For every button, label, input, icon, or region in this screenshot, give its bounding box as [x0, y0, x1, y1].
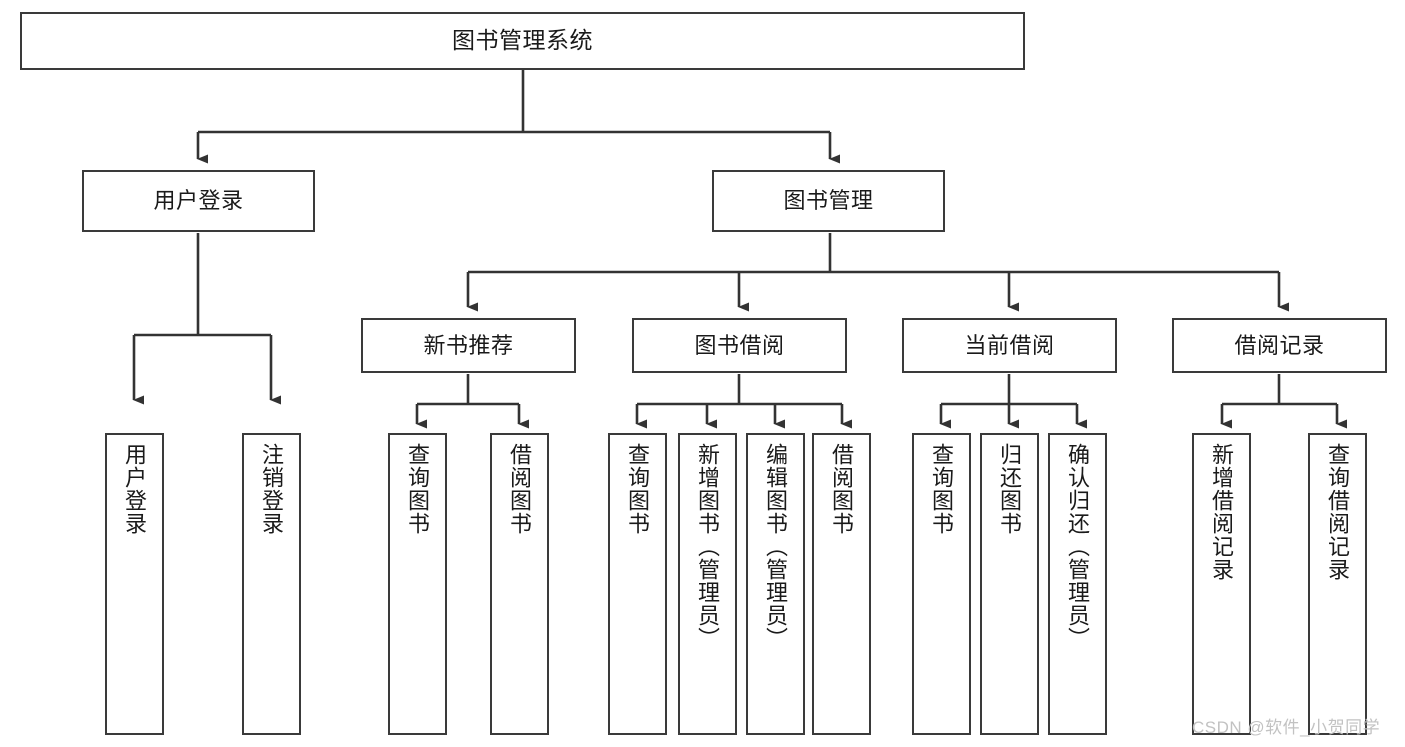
node-current-borrow[interactable]: 当前借阅	[902, 318, 1117, 373]
node-leaf-add-borrow-record[interactable]: 新增借阅记录	[1192, 433, 1251, 735]
node-label: 新书推荐	[423, 332, 514, 358]
node-user-login[interactable]: 用户登录	[82, 170, 315, 232]
node-label: 编辑图书（管理员）	[763, 443, 789, 650]
node-label: 当前借阅	[964, 332, 1055, 358]
node-root-book-management-system[interactable]: 图书管理系统	[20, 12, 1025, 70]
node-label: 借阅记录	[1234, 332, 1325, 358]
node-label: 新增借阅记录	[1209, 443, 1235, 581]
node-label: 查询图书	[625, 443, 651, 535]
node-leaf-edit-book[interactable]: 编辑图书（管理员）	[746, 433, 805, 735]
node-label: 借阅图书	[507, 443, 533, 535]
node-leaf-confirm-return[interactable]: 确认归还（管理员）	[1048, 433, 1107, 735]
node-label: 确认归还（管理员）	[1065, 443, 1091, 650]
node-book-borrow[interactable]: 图书借阅	[632, 318, 847, 373]
node-book-manage[interactable]: 图书管理	[712, 170, 945, 232]
node-leaf-logout-login[interactable]: 注销登录	[242, 433, 301, 735]
node-leaf-borrow-book[interactable]: 借阅图书	[812, 433, 871, 735]
node-leaf-add-book[interactable]: 新增图书（管理员）	[678, 433, 737, 735]
node-borrow-record[interactable]: 借阅记录	[1172, 318, 1387, 373]
node-new-book-recommend[interactable]: 新书推荐	[361, 318, 576, 373]
node-leaf-query-borrow-record[interactable]: 查询借阅记录	[1308, 433, 1367, 735]
node-label: 借阅图书	[829, 443, 855, 535]
node-label: 图书管理系统	[452, 27, 593, 54]
node-label: 查询图书	[405, 443, 431, 535]
node-label: 注销登录	[259, 443, 285, 535]
node-label: 图书借阅	[694, 332, 785, 358]
node-leaf-user-login[interactable]: 用户登录	[105, 433, 164, 735]
node-leaf-query-book-borrow[interactable]: 查询图书	[608, 433, 667, 735]
node-label: 新增图书（管理员）	[695, 443, 721, 650]
node-leaf-return-book[interactable]: 归还图书	[980, 433, 1039, 735]
node-label: 用户登录	[122, 443, 148, 535]
node-label: 图书管理	[783, 188, 874, 214]
node-label: 用户登录	[153, 188, 244, 214]
node-label: 归还图书	[997, 443, 1023, 535]
node-leaf-query-book-recommend[interactable]: 查询图书	[388, 433, 447, 735]
node-leaf-query-book-current[interactable]: 查询图书	[912, 433, 971, 735]
node-leaf-borrow-book-recommend[interactable]: 借阅图书	[490, 433, 549, 735]
node-label: 查询图书	[929, 443, 955, 535]
node-label: 查询借阅记录	[1325, 443, 1351, 581]
